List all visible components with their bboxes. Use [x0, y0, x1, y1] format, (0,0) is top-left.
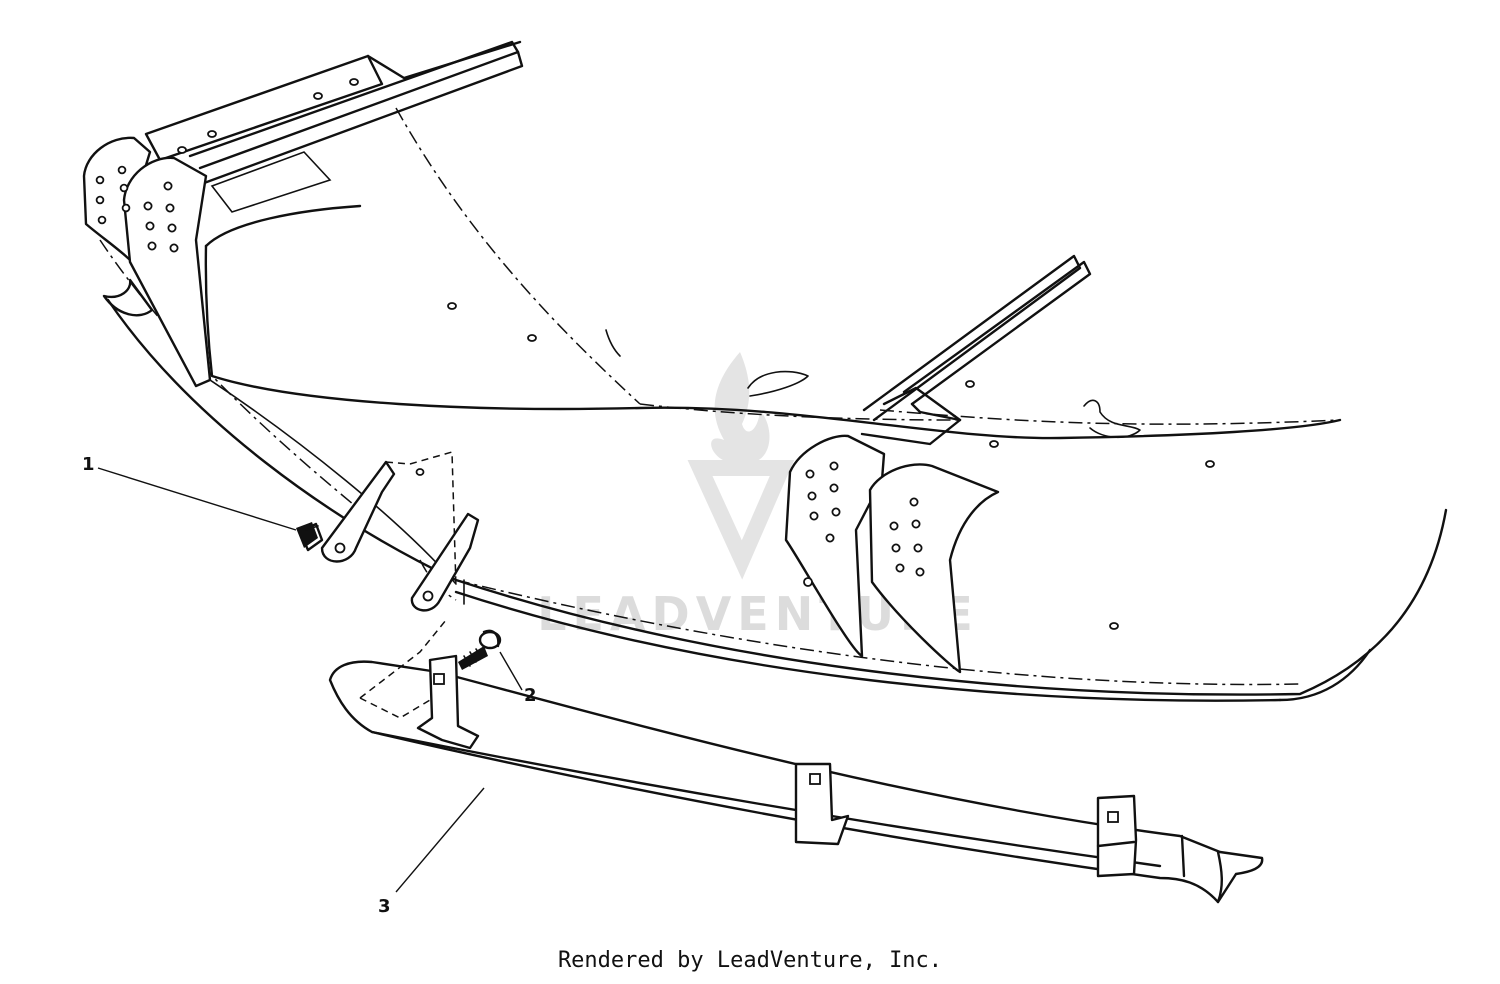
rail-hole — [313, 92, 323, 100]
plate-hole — [145, 221, 155, 231]
callout-number: 3 — [378, 896, 391, 917]
leader-line — [395, 787, 485, 893]
tab-slot — [433, 673, 445, 685]
plate-hole — [117, 165, 127, 175]
deck-hole — [1109, 622, 1119, 630]
plate-hole — [911, 519, 921, 529]
deck-tab-brackets — [320, 451, 480, 612]
plate-hole — [119, 183, 129, 193]
callout-number: 1 — [82, 454, 95, 475]
plate-hole — [95, 195, 105, 205]
plate-hole — [147, 241, 157, 251]
rail-hole — [207, 130, 217, 138]
plate-hole — [825, 533, 835, 543]
plate-hole — [163, 181, 173, 191]
plate-hole — [167, 223, 177, 233]
plate-hole — [807, 491, 817, 501]
baffle-tabs — [416, 654, 1138, 878]
tab-slot — [1107, 811, 1119, 823]
callout-2: 2 — [499, 651, 537, 706]
plate-hole — [97, 215, 107, 225]
plate-hole — [169, 243, 179, 253]
tab-hole — [334, 542, 346, 554]
plate-hole — [95, 175, 105, 185]
plate-hole — [889, 521, 899, 531]
plate-hole — [121, 203, 131, 213]
leadventure-flame-logo-icon — [687, 352, 795, 580]
plate-hole — [829, 483, 839, 493]
rail-hole — [177, 146, 187, 154]
plate-hole — [915, 567, 925, 577]
callout-1: 1 — [82, 454, 297, 531]
plate-hole — [143, 201, 153, 211]
right-mounting-bracket — [784, 254, 1092, 674]
plate-hole — [895, 563, 905, 573]
bolt-part — [458, 629, 502, 670]
tab-hole — [415, 468, 425, 476]
render-credit: Rendered by LeadVenture, Inc. — [557, 948, 943, 973]
callout-3: 3 — [378, 787, 485, 917]
callout-number: 2 — [524, 685, 537, 706]
leader-line — [499, 651, 523, 691]
tab-hole — [422, 590, 434, 602]
plate-hole — [913, 543, 923, 553]
deck-hole — [1205, 460, 1215, 468]
rail-hole — [349, 78, 359, 86]
plate-hole — [803, 577, 813, 587]
plate-hole — [809, 511, 819, 521]
leader-line — [97, 467, 297, 531]
plate-hole — [909, 497, 919, 507]
left-mounting-bracket — [82, 40, 524, 388]
plate-hole — [165, 203, 175, 213]
plate-hole — [891, 543, 901, 553]
deck-hole — [447, 302, 457, 310]
plate-hole — [831, 507, 841, 517]
deck-hole — [989, 440, 999, 448]
nut-part — [296, 522, 324, 552]
plate-hole — [805, 469, 815, 479]
deck-hole — [965, 380, 975, 388]
plate-hole — [829, 461, 839, 471]
deck-hole — [527, 334, 537, 342]
tab-slot — [809, 773, 821, 785]
